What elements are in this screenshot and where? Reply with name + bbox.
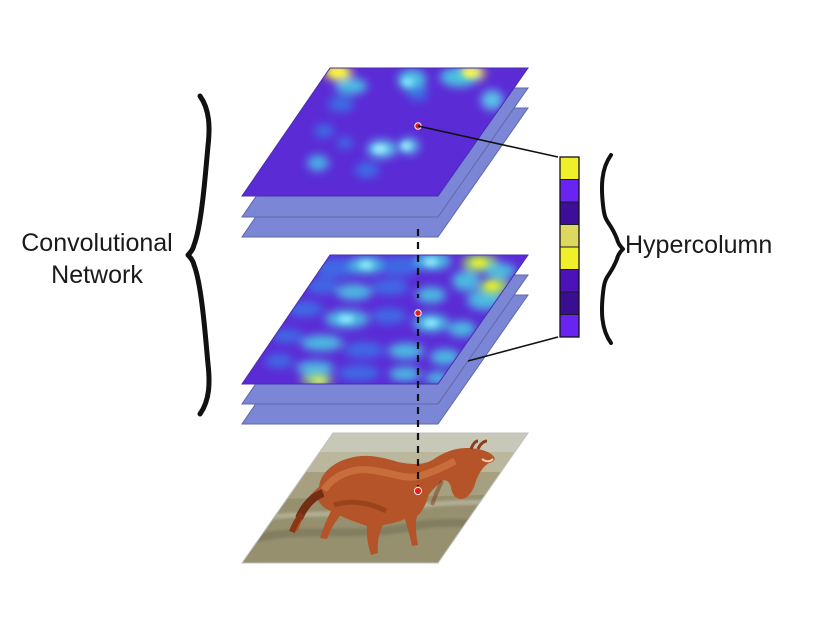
hypercolumn-cell [559,314,580,338]
mid-sample-point [414,309,422,317]
convolutional-network-label: Convolutional Network [2,227,192,291]
convolutional-network-label-line1: Convolutional [21,229,173,257]
horse-figure [289,439,495,555]
hypercolumn-border [559,156,580,338]
convolutional-network-label-line2: Network [51,261,143,289]
right-curly-brace-shape [600,153,625,345]
left-curly-brace [185,93,212,417]
hypercolumn-cell [559,246,580,270]
right-curly-brace [600,153,625,345]
hypercolumn-cell [559,291,580,315]
image-sample-point [413,486,423,496]
left-curly-brace-shape [185,93,212,417]
hypercolumn-cell [559,201,580,225]
hypercolumn-cell [559,269,580,293]
connector-top [417,125,559,158]
lower-feature-map [241,254,529,385]
input-image-horse [241,432,529,564]
hypercolumn-label: Hypercolumn [625,231,773,259]
hypercolumn-vector [559,156,580,338]
hypercolumn-cell [559,179,580,203]
hypercolumn-cell [559,156,580,180]
connector-bottom [467,336,559,362]
hypercolumn-cell [559,224,580,248]
upper-feature-map [241,67,529,197]
